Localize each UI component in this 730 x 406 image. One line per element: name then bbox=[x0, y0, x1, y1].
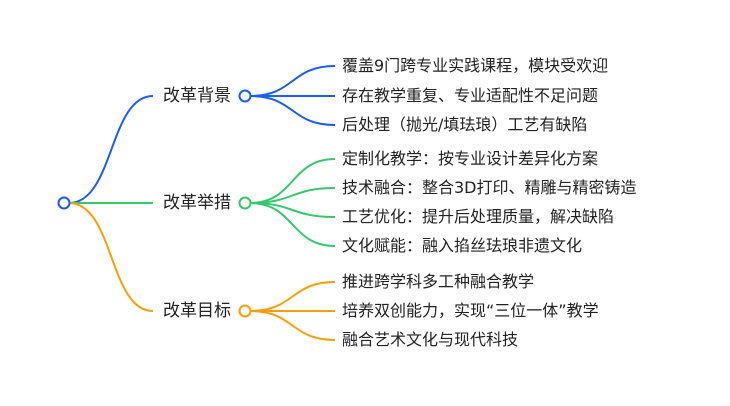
leaf-node[interactable]: 存在教学重复、专业适配性不足问题 bbox=[342, 86, 599, 105]
leaf-connector bbox=[249, 158, 336, 204]
leaf-connector bbox=[249, 310, 336, 341]
leaf-node[interactable]: 覆盖9门跨专业实践课程，模块受欢迎 bbox=[342, 56, 609, 75]
leaf-node[interactable]: 文化赋能：融入掐丝珐琅非遗文化 bbox=[342, 236, 583, 255]
leaf-connector bbox=[249, 202, 336, 247]
leaf-node[interactable]: 工艺优化：提升后处理质量，解决缺陷 bbox=[342, 207, 615, 226]
root-node-icon[interactable] bbox=[57, 196, 71, 210]
leaf-node[interactable]: 融合艺术文化与现代科技 bbox=[342, 330, 519, 349]
branch-toggle-icon[interactable] bbox=[238, 196, 252, 210]
branch-measures[interactable]: 改革举措 bbox=[163, 193, 231, 213]
branch-toggle-icon[interactable] bbox=[238, 304, 252, 318]
leaf-connector bbox=[249, 95, 336, 126]
leaf-node[interactable]: 定制化教学：按专业设计差异化方案 bbox=[342, 149, 599, 168]
branch-goals[interactable]: 改革目标 bbox=[163, 301, 231, 321]
leaf-connector bbox=[249, 281, 336, 312]
leaf-node[interactable]: 培养双创能力，实现“三位一体”教学 bbox=[342, 301, 599, 320]
branch-background[interactable]: 改革背景 bbox=[163, 86, 231, 106]
leaf-connector bbox=[249, 65, 336, 97]
branch-connector bbox=[68, 202, 154, 312]
branch-connector bbox=[68, 95, 154, 204]
leaf-node[interactable]: 推进跨学科多工种融合教学 bbox=[342, 272, 535, 291]
branch-toggle-icon[interactable] bbox=[238, 89, 252, 103]
leaf-node[interactable]: 后处理（抛光/填珐琅）工艺有缺陷 bbox=[342, 115, 588, 134]
leaf-node[interactable]: 技术融合：整合3D打印、精雕与精密铸造 bbox=[342, 178, 637, 197]
